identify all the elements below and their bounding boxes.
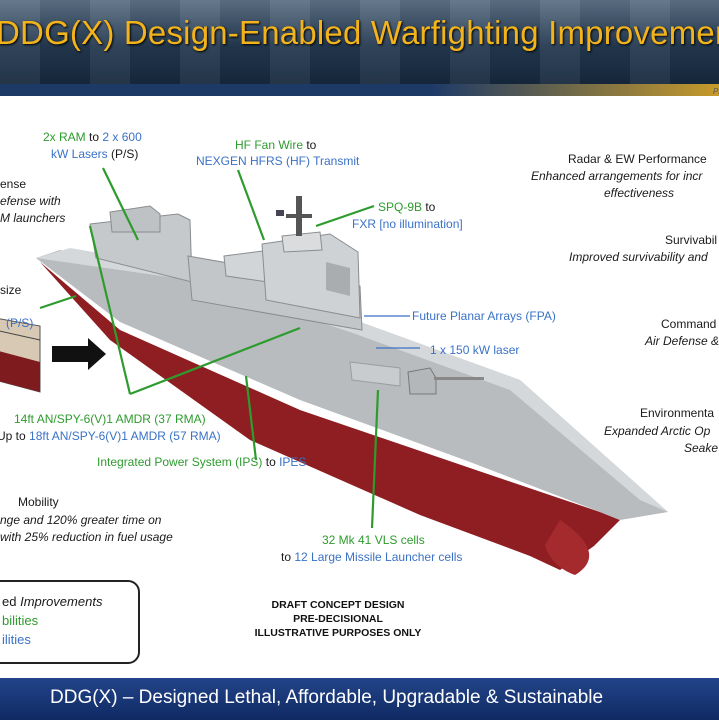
banner-corner-text: Pr bbox=[713, 87, 719, 96]
ram-label-new: 2 x 600 bbox=[102, 130, 142, 144]
ram-callout: 2x RAM to 2 x 600 bbox=[43, 129, 142, 145]
legend-line3: ilities bbox=[2, 632, 31, 647]
ram-to: to bbox=[85, 130, 103, 144]
forward-gun bbox=[407, 367, 437, 395]
radar-ew-line1: Enhanced arrangements for incr bbox=[531, 169, 703, 183]
legend-line1: ed Improvements bbox=[2, 594, 102, 609]
vls-label-current: 32 Mk 41 VLS cells bbox=[322, 533, 425, 547]
left-ps-label: (P/S) bbox=[6, 316, 34, 330]
spq-to: to bbox=[422, 200, 436, 214]
mobility-line2: with 25% reduction in fuel usage bbox=[0, 530, 173, 544]
ips-label-current: Integrated Power System (IPS) bbox=[97, 455, 263, 469]
vls-field bbox=[349, 361, 401, 387]
spq-label-current: SPQ-9B bbox=[378, 200, 423, 214]
amdr-14ft-label: 14ft AN/SPY-6(V)1 AMDR (37 RMA) bbox=[14, 412, 206, 426]
ship-hull-red bbox=[40, 262, 620, 570]
ram-callout-line2: kW Lasers (P/S) bbox=[51, 146, 138, 162]
small-ship-icon bbox=[0, 318, 41, 393]
defense-line1: efense with bbox=[0, 194, 61, 208]
environmental-title: Environmenta bbox=[640, 406, 715, 420]
legend-box: ed Improvements bilities ilities bbox=[0, 580, 140, 664]
fpa-label: Future Planar Arrays (FPA) bbox=[412, 309, 556, 323]
radar-ew-title: Radar & EW Performance bbox=[568, 152, 707, 166]
draft-line1: DRAFT CONCEPT DESIGN bbox=[271, 599, 405, 611]
defense-line2: M launchers bbox=[0, 211, 66, 225]
legend-improvements: Improvements bbox=[20, 594, 103, 609]
draft-line2: PRE-DECISIONAL bbox=[293, 613, 383, 625]
leader-lines bbox=[39, 167, 380, 529]
vls-label-new: 12 Large Missile Launcher cells bbox=[294, 550, 463, 564]
blue-leader-lines bbox=[364, 315, 420, 349]
amdr-18ft-label: 18ft AN/SPY-6(V)1 AMDR (57 RMA) bbox=[29, 429, 221, 443]
banner-accent-bar bbox=[0, 84, 719, 96]
ips-to: to bbox=[262, 455, 280, 469]
ips-callout: Integrated Power System (IPS) to IPES bbox=[97, 454, 306, 470]
survivability-line: Improved survivability and bbox=[569, 250, 708, 264]
size-label: size bbox=[0, 283, 22, 297]
laser-150-label: 1 x 150 kW laser bbox=[430, 343, 520, 357]
hf-to: to bbox=[303, 138, 317, 152]
mobility-title: Mobility bbox=[18, 495, 59, 509]
footer-banner: DDG(X) – Designed Lethal, Affordable, Up… bbox=[0, 678, 719, 720]
defense-title: ense bbox=[0, 177, 27, 191]
command-line: Air Defense & bbox=[645, 334, 719, 348]
amdr-up-to: Up to bbox=[0, 429, 30, 443]
hf-label-current: HF Fan Wire bbox=[235, 138, 304, 152]
hf-label-new: NEXGEN HFRS (HF) Transmit bbox=[196, 154, 360, 168]
laser-label: kW Lasers bbox=[51, 147, 108, 161]
spq-callout: SPQ-9B to bbox=[378, 199, 435, 215]
footer-text: DDG(X) – Designed Lethal, Affordable, Up… bbox=[50, 687, 604, 708]
legend-line2: bilities bbox=[2, 613, 39, 628]
amdr-18ft-callout: Up to 18ft AN/SPY-6(V)1 AMDR (57 RMA) bbox=[0, 428, 221, 444]
hf-callout: HF Fan Wire to bbox=[235, 137, 316, 153]
draft-line3: ILLUSTRATIVE PURPOSES ONLY bbox=[254, 627, 422, 639]
environmental-line2: Seake bbox=[684, 441, 719, 455]
title-banner: DDG(X) Design-Enabled Warfighting Improv… bbox=[0, 0, 719, 84]
radar-ew-line2: effectiveness bbox=[604, 186, 675, 200]
draft-notice: DRAFT CONCEPT DESIGN PRE-DECISIONAL ILLU… bbox=[238, 598, 438, 640]
command-title: Command bbox=[661, 317, 717, 331]
ips-label-new: IPES bbox=[279, 455, 307, 469]
page-title: DDG(X) Design-Enabled Warfighting Improv… bbox=[0, 14, 719, 51]
ram-label-current: 2x RAM bbox=[43, 130, 86, 144]
banner-background bbox=[0, 0, 719, 84]
ship-hull-gray bbox=[36, 250, 668, 520]
legend-line1-prefix: ed bbox=[2, 594, 21, 609]
mobility-line1: nge and 120% greater time on bbox=[0, 513, 162, 527]
vls-callout-line2: to 12 Large Missile Launcher cells bbox=[281, 549, 462, 565]
vls-to: to bbox=[281, 550, 295, 564]
spq-label-new: FXR [no illumination] bbox=[352, 217, 463, 231]
arrow-icon bbox=[52, 338, 106, 370]
environmental-line1: Expanded Arctic Op bbox=[604, 424, 711, 438]
ram-ps: (P/S) bbox=[107, 147, 139, 161]
survivability-title: Survivabil bbox=[665, 233, 718, 247]
